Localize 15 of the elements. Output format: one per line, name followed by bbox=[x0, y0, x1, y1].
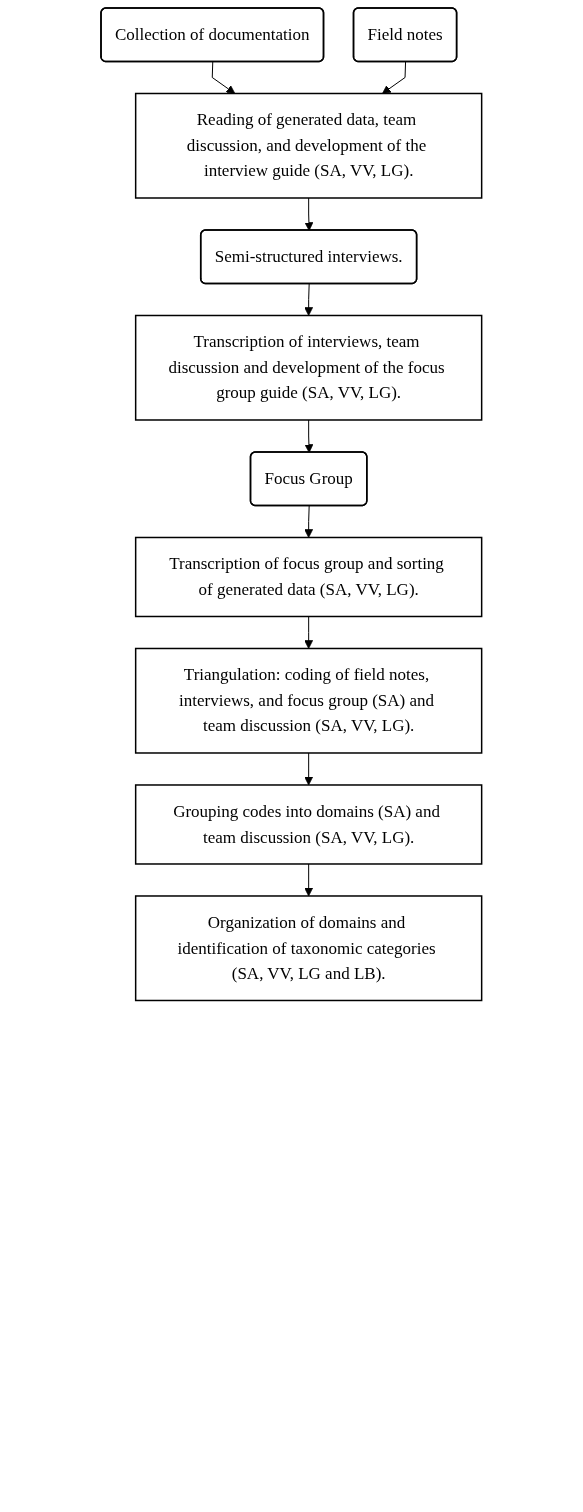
node-box: Reading of generated data, team discussion, and development of the interview guide (SA, VV, LG). bbox=[135, 92, 483, 199]
arrow bbox=[304, 752, 314, 786]
arrow bbox=[304, 863, 314, 897]
arrow bbox=[304, 505, 314, 538]
arrow bbox=[382, 61, 407, 94]
arrow bbox=[304, 197, 314, 231]
node-box: Triangulation: coding of field notes, interviews, and focus group (SA) and team discussion (SA, VV, LG). bbox=[135, 647, 483, 754]
node-box: Grouping codes into domains (SA) and team discussion (SA, VV, LG). bbox=[135, 784, 483, 865]
arrow bbox=[211, 61, 236, 94]
node-box: Transcription of interviews, team discussion and development of the focus group guide (SA, VV, LG). bbox=[135, 314, 483, 421]
node-box: Transcription of focus group and sorting of generated data (SA, VV, LG). bbox=[135, 536, 483, 618]
arrow bbox=[304, 283, 314, 316]
arrow bbox=[304, 616, 314, 649]
arrow bbox=[304, 419, 314, 453]
node-box: Organization of domains and identification of taxonomic categories (SA, VV, LG and LB). bbox=[135, 895, 483, 1002]
